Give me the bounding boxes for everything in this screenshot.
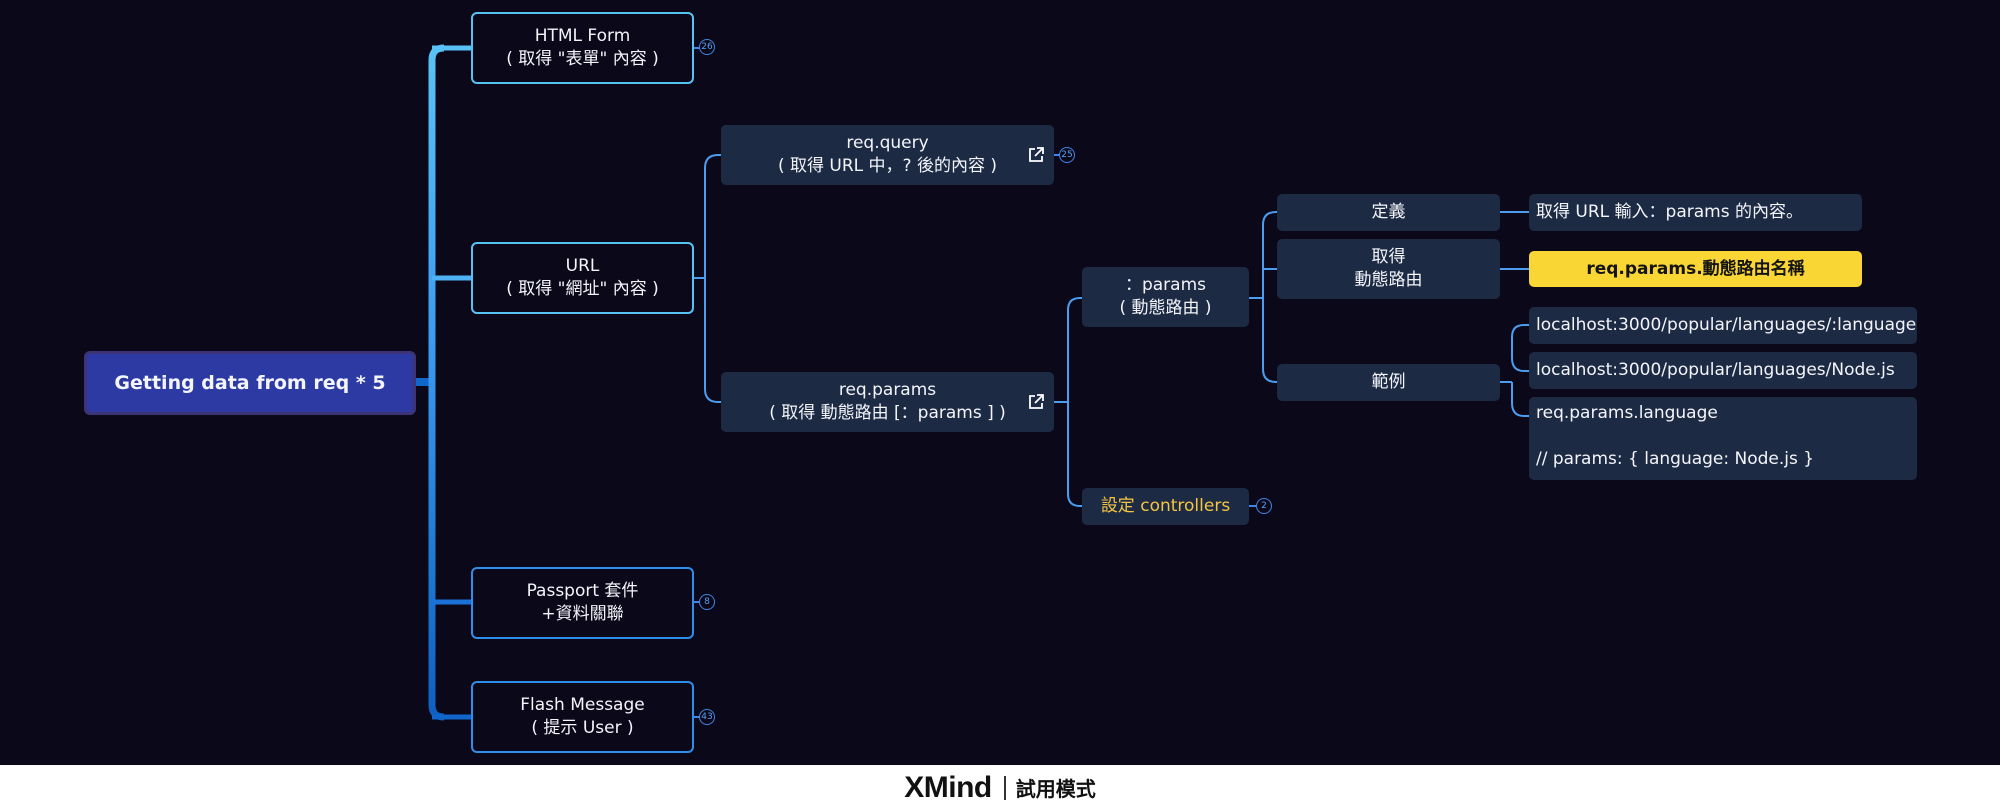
connector-lines [415,44,1530,721]
topic-passport-line1: Passport 套件 [526,581,639,601]
topic-define-value[interactable]: 取得 URL 輸入：params 的內容。 [1529,194,1862,231]
topic-req-query-line1: req.query [846,133,929,153]
topic-example-code-line1: req.params.language [1536,403,1718,423]
topic-example-label: 範例 [1371,372,1406,392]
topic-flash-line2: ( 提示 User ) [531,718,634,738]
external-link-icon[interactable] [1027,146,1045,164]
topic-flash-line1: Flash Message [520,695,645,715]
topic-example[interactable]: 範例 [1277,364,1500,401]
topic-example-item-1-text: localhost:3000/popular/languages/:langua… [1536,315,1917,335]
topic-url-line1: URL [565,256,600,276]
topic-html-form-line2: ( 取得 "表單" 內容 ) [506,49,659,69]
topic-example-item-2-text: localhost:3000/popular/languages/Node.js [1536,360,1895,380]
topic-params-line1: ：params [1124,275,1207,295]
topic-controllers-suffix: controllers [1134,496,1231,516]
topic-req-query-count-badge[interactable]: 25 [1059,147,1075,163]
topic-params-line2: ( 動態路由 ) [1119,298,1212,318]
topic-define-label: 定義 [1371,202,1406,222]
topic-get-value-text: req.params.動態路由名稱 [1586,258,1805,279]
topic-url[interactable]: URL ( 取得 "網址" 內容 ) [471,242,694,314]
topic-flash-message[interactable]: Flash Message ( 提示 User ) [471,681,694,753]
external-link-icon[interactable] [1027,393,1045,411]
topic-controllers-count-badge[interactable]: 2 [1256,498,1272,514]
mind-map-canvas: Getting data from req * 5 HTML Form ( 取得… [0,0,2000,765]
topic-passport-count-badge[interactable]: 8 [699,594,715,610]
link-example-items [1500,324,1530,417]
trunk-spine [428,44,445,721]
topic-html-form-line1: HTML Form [534,26,631,46]
topic-req-query-line2: ( 取得 URL 中，? 後的內容 ) [777,156,998,176]
topic-get-line1: 取得 [1371,247,1406,267]
topic-url-line2: ( 取得 "網址" 內容 ) [506,279,659,299]
topic-example-code-line2: // params: { language: Node.js } [1536,449,1815,469]
footer-divider [1003,775,1006,800]
topic-define-value-text: 取得 URL 輸入：params 的內容。 [1536,202,1803,222]
link-req-params [1054,297,1083,507]
topic-req-params-line1: req.params [838,380,937,400]
topic-html-form-count-badge[interactable]: 26 [699,39,715,55]
topic-controllers-prefix: 設定 [1100,496,1135,516]
xmind-logo: XMind [904,770,992,804]
topic-html-form[interactable]: HTML Form ( 取得 "表單" 內容 ) [471,12,694,84]
topic-controllers[interactable]: 設定 controllers [1082,488,1249,525]
topic-example-item-2[interactable]: localhost:3000/popular/languages/Node.js [1529,352,1917,389]
link-url-children [693,154,722,403]
topic-req-params[interactable]: req.params ( 取得 動態路由 [：params ] ) [721,372,1054,432]
topic-define[interactable]: 定義 [1277,194,1500,231]
root-topic[interactable]: Getting data from req * 5 [84,351,416,415]
topic-params[interactable]: ：params ( 動態路由 ) [1082,267,1249,327]
topic-passport[interactable]: Passport 套件 +資料關聯 [471,567,694,639]
trial-footer: XMind 試用模式 [0,765,2000,810]
topic-req-params-line2: ( 取得 動態路由 [：params ] ) [769,403,1006,423]
topic-get[interactable]: 取得 動態路由 [1277,239,1500,299]
topic-req-query[interactable]: req.query ( 取得 URL 中，? 後的內容 ) [721,125,1054,185]
topic-passport-line2: +資料關聯 [541,604,624,624]
topic-get-value-highlight[interactable]: req.params.動態路由名稱 [1529,251,1862,287]
topic-example-code[interactable]: req.params.language // params: { languag… [1529,397,1917,480]
topic-flash-count-badge[interactable]: 43 [699,709,715,725]
link-params-detail [1249,211,1278,383]
topic-get-line2: 動態路由 [1354,270,1423,290]
topic-example-item-1[interactable]: localhost:3000/popular/languages/:langua… [1529,307,1917,344]
root-topic-label: Getting data from req * 5 [114,371,386,394]
trial-mode-label: 試用模式 [1015,777,1096,801]
